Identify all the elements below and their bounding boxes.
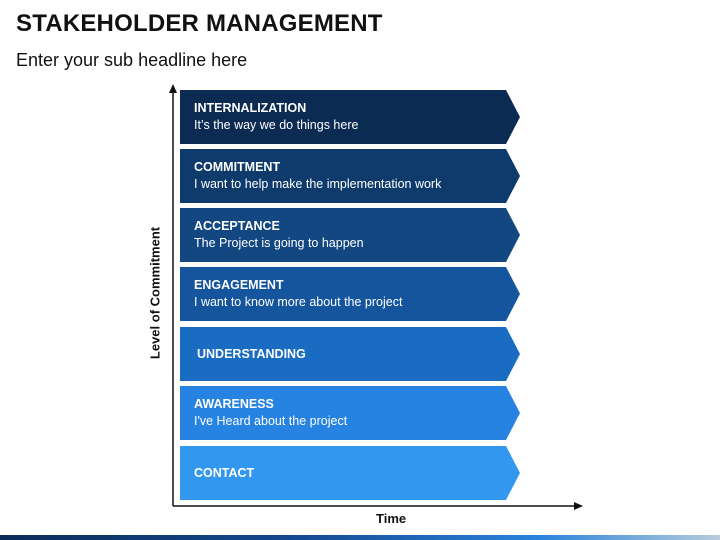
stage-name: CONTACT bbox=[194, 465, 255, 480]
stage-description: I want to know more about the project bbox=[194, 295, 403, 309]
stage-awareness: AWARENESS I've Heard about the project bbox=[180, 386, 520, 440]
stage-engagement: ENGAGEMENT I want to know more about the… bbox=[180, 267, 520, 321]
y-axis-arrowhead bbox=[169, 84, 177, 93]
y-axis-label: Level of Commitment bbox=[147, 226, 163, 360]
stage-commitment: COMMITMENT I want to help make the imple… bbox=[180, 149, 520, 203]
stage-internalization: INTERNALIZATION It’s the way we do thing… bbox=[180, 90, 520, 144]
footer-gradient-bar bbox=[0, 535, 720, 540]
stage-description: It’s the way we do things here bbox=[194, 118, 359, 132]
stage-description: I want to help make the implementation w… bbox=[194, 177, 442, 191]
stage-understanding: UNDERSTANDING bbox=[180, 327, 520, 381]
stage-description: The Project is going to happen bbox=[194, 236, 364, 250]
stage-contact: CONTACT bbox=[180, 446, 520, 500]
stage-acceptance: ACCEPTANCE The Project is going to happe… bbox=[180, 208, 520, 262]
stage-name: ACCEPTANCE bbox=[194, 219, 280, 233]
x-axis-label: Time bbox=[376, 511, 407, 526]
stage-name: AWARENESS bbox=[194, 397, 274, 411]
stage-name: ENGAGEMENT bbox=[194, 278, 284, 292]
page-subtitle: Enter your sub headline here bbox=[16, 50, 248, 70]
page-title: STAKEHOLDER MANAGEMENT bbox=[16, 10, 383, 37]
stage-description: I've Heard about the project bbox=[194, 414, 348, 428]
stage-name: UNDERSTANDING bbox=[197, 346, 306, 361]
stage-name: INTERNALIZATION bbox=[194, 101, 307, 115]
stage-name: COMMITMENT bbox=[194, 160, 281, 174]
x-axis-arrowhead bbox=[574, 502, 583, 510]
